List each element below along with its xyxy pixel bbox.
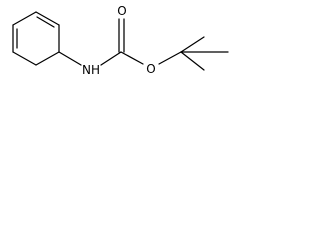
cyclohexadiene-ring — [12, 11, 60, 66]
tbu-methyl-up — [180, 36, 205, 53]
tbu-methyl-down — [180, 51, 205, 71]
n-c-bond — [100, 51, 122, 66]
nitrogen-label: NH — [82, 63, 100, 77]
ring-bond-6 — [12, 11, 37, 26]
tert-butyl-group — [180, 36, 229, 71]
c-n-bond — [58, 51, 82, 66]
ester-oxygen-label: O — [146, 62, 155, 76]
ring-bond-1 — [35, 11, 60, 26]
ring-bond-4 — [12, 51, 37, 66]
c-o-ester-bond — [120, 51, 144, 65]
ring-bond-3 — [35, 51, 60, 66]
o-c-bond — [158, 51, 182, 65]
ring-double-bond-top — [36, 16, 55, 28]
structure-diagram: NH O O — [12, 4, 229, 77]
carbonyl-oxygen-label: O — [117, 4, 126, 18]
